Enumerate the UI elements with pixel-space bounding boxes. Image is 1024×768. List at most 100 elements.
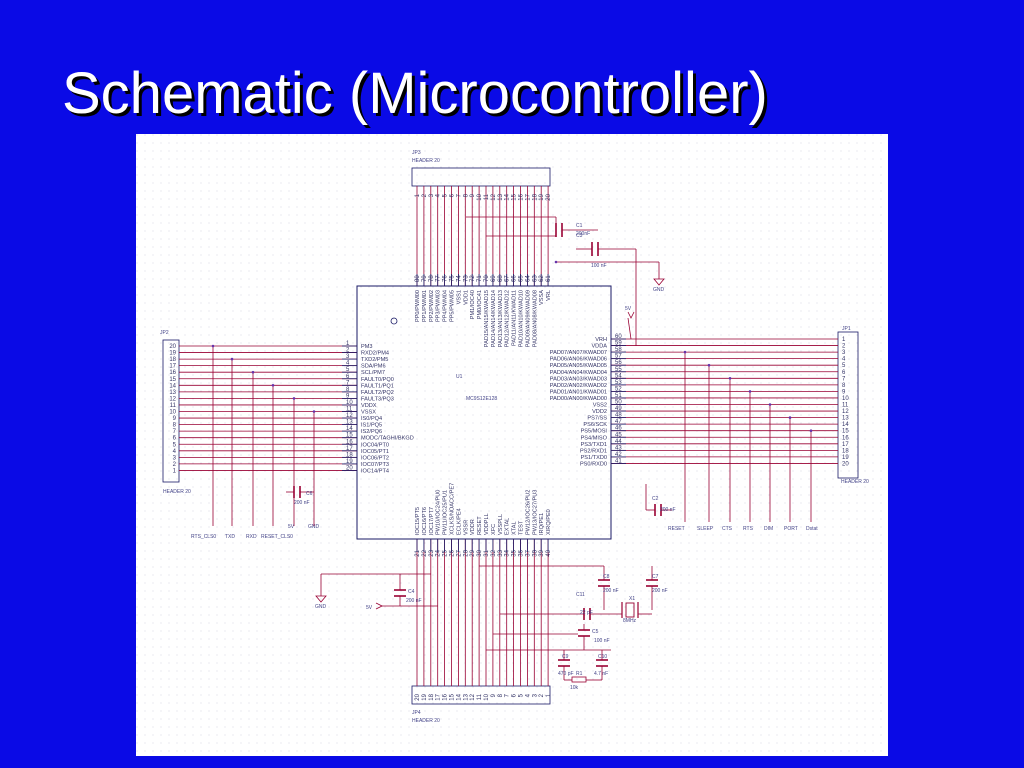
jp4-pin-number: 1: [546, 693, 552, 697]
mcu-left-pin-label: IOC07/PT3: [361, 462, 389, 468]
junction-dot: [768, 403, 772, 406]
mcu-top-pin-number: 73: [463, 275, 469, 282]
net-dim: DIM: [764, 526, 773, 532]
mcu-bottom-pin-number: 39: [539, 549, 545, 556]
mcu-right-pin-number: 56: [615, 360, 622, 366]
mcu-bottom-pin-number: 21: [415, 549, 421, 556]
jp2-pin-number: 12: [169, 396, 176, 402]
jp2-pin-number: 9: [173, 416, 177, 422]
mcu-left-pin-number: 18: [346, 452, 353, 458]
mcu-right-pin-number: 44: [615, 439, 622, 445]
c10-ref: C10: [598, 654, 607, 660]
capacitor-c8: C8 200 nF: [598, 574, 619, 594]
jp3-name: HEADER 20: [412, 158, 440, 164]
mcu-right-pin-number: 57: [615, 354, 622, 360]
c11-value: 22 pF: [580, 610, 593, 616]
v5-bottom-label: 5V: [366, 605, 373, 611]
jp4-pin-number: 18: [429, 693, 435, 700]
mcu-left-pin-label: MODC/TAGHI/BKGD: [361, 436, 414, 442]
mcu-left-pin-number: 4: [346, 361, 350, 367]
mcu-bottom-pin-number: 32: [491, 549, 497, 556]
c9-ref: C9: [562, 654, 569, 660]
mcu-right-pin-number: 60: [615, 334, 622, 340]
c6-ref: C6: [306, 491, 313, 497]
net-sleep: SLEEP: [697, 526, 714, 532]
net-rts: RTS: [743, 526, 754, 532]
mcu-left-pin-label: VSSX: [361, 410, 376, 416]
mcu-bottom-pin-number: 31: [484, 549, 490, 556]
net-gnd-left: GND: [308, 524, 320, 530]
junction-dot: [312, 410, 316, 413]
jp4-pin-number: 4: [525, 693, 531, 697]
mcu-right-pin-number: 58: [615, 347, 622, 353]
jp4-pin-number: 17: [436, 693, 442, 700]
c5-ref: C5: [592, 629, 599, 635]
header-jp4: [411, 685, 551, 705]
mcu-bottom-pin-label: IOC16/PT6: [422, 507, 428, 535]
jp1-name: HEADER 20: [841, 479, 869, 485]
mcu-bottom-pin-label: VSSPLL: [498, 514, 504, 535]
mcu-bottom-pin-number: 40: [546, 549, 552, 556]
capacitor-c2: C2 200 nF: [652, 496, 676, 516]
jp3-pin-number: 16: [519, 193, 525, 200]
jp3-pin-number: 3: [429, 193, 435, 197]
c1-ref: C1: [576, 223, 583, 229]
mcu-top-pin-label: PP5/PWM05: [450, 290, 456, 322]
mcu-right-pin-label: PAD04/AN04/KWAD04: [550, 370, 607, 376]
mcu-top-pin-label: VSS1: [456, 290, 462, 304]
jp3-pin-number: 14: [505, 193, 511, 200]
jp3-pin-number: 6: [450, 193, 456, 197]
jp2-pin-number: 5: [173, 442, 177, 448]
jp2-pin-number: 20: [169, 344, 176, 350]
mcu-left-pin-number: 12: [346, 413, 353, 419]
jp1-pin-number: 8: [842, 383, 846, 389]
x1-value: 8MHz: [623, 618, 637, 624]
junction-dot: [809, 429, 813, 433]
jp4-pin-number: 15: [450, 693, 456, 700]
mcu-top-pin-number: 78: [429, 275, 435, 282]
net-cts: CTS: [722, 526, 733, 532]
jp1-pin-number: 5: [842, 363, 846, 369]
jp1-pin-number: 7: [842, 376, 846, 382]
mcu-top-pin-label: PP3/PWM03: [436, 290, 442, 322]
slide-title: Schematic (Microcontroller): [62, 61, 768, 126]
mcu-top-pin-label: PAD13/AN13/KWAD13: [498, 290, 504, 347]
mcu-bottom-pin-number: 22: [422, 549, 428, 556]
jp1-pin-number: 3: [842, 350, 846, 356]
mcu-right-pin-number: 51: [615, 393, 622, 399]
mcu-right-pin-number: 46: [615, 426, 622, 432]
mcu-left-pin-label: IOC14/PT4: [361, 468, 389, 474]
header-jp1: [837, 331, 859, 479]
mcu-right-pin-number: 41: [615, 458, 622, 464]
mcu-left-pin-number: 16: [346, 439, 353, 445]
mcu-top-pin-label: PAD12/AN12/KWAD12: [505, 290, 511, 347]
mcu-right-pin-label: PS6/SCK: [583, 422, 607, 428]
net-port: PORT: [784, 526, 798, 532]
jp4-pin-number: 6: [512, 693, 518, 697]
mcu-right-pin-label: PAD05/AN05/KWAD05: [550, 363, 607, 369]
net-reset-cls0: RESET_CLS0: [261, 534, 293, 540]
mcu-bottom-pin-label: PW13/IOC27/PU3: [532, 490, 538, 535]
jp1-pin-number: 14: [842, 422, 849, 428]
jp4-pin-number: 3: [532, 693, 538, 697]
mcu-top-pin-number: 69: [491, 275, 497, 282]
jp3-pin-number: 11: [484, 193, 490, 200]
mcu-right-pin-number: 43: [615, 445, 622, 451]
mcu-top-pin-number: 76: [443, 275, 449, 282]
mcu-right-pin-label: PAD00/AN00/KWAD00: [550, 396, 607, 402]
wire-5v-top: [627, 317, 632, 340]
c3-ref: C3: [576, 233, 583, 239]
mcu-part: MC9S12E128: [466, 396, 497, 402]
jp4-pin-number: 7: [505, 693, 511, 697]
mcu-right-pin-label: PAD02/AN02/KWAD02: [550, 383, 607, 389]
capacitor-c9: C9 470 pF: [558, 654, 574, 677]
net-reset: RESET: [668, 526, 685, 532]
jp3-pin-number: 18: [532, 193, 538, 200]
mcu-bottom-pin-label: RESET: [477, 516, 483, 535]
jp2-pin-number: 7: [173, 429, 177, 435]
mcu-bottom-pin-label: EXTAL: [505, 518, 511, 535]
junction-dot: [683, 350, 687, 354]
net-rts-cls0: RTS_CLS0: [191, 534, 216, 540]
gnd-bottom-label: GND: [315, 604, 327, 610]
capacitor-c11: C11 22 pF: [576, 592, 593, 620]
